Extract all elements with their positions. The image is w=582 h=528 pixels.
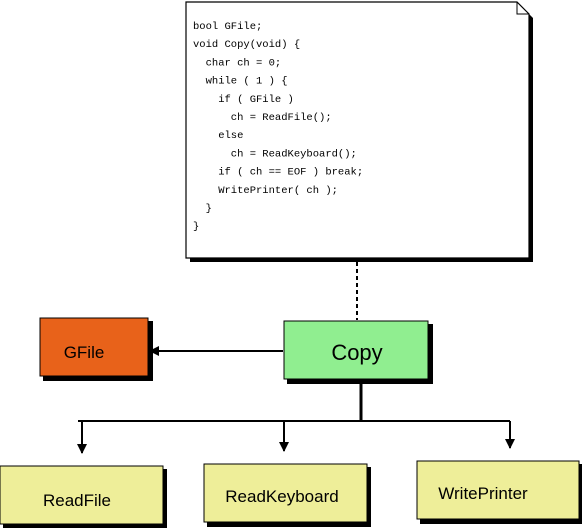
node-readkeyboard: ReadKeyboard — [203, 463, 371, 527]
node-readfile-label: ReadFile — [43, 491, 111, 510]
code-line: if ( ch == EOF ) break; — [193, 167, 363, 179]
node-readkeyboard-label: ReadKeyboard — [225, 487, 338, 506]
code-line: } — [193, 203, 212, 215]
code-line: } — [193, 221, 199, 233]
node-gfile-label: GFile — [64, 343, 105, 362]
code-line: ch = ReadKeyboard(); — [193, 148, 357, 160]
code-line: WritePrinter( ch ); — [193, 185, 338, 197]
code-line: if ( GFile ) — [193, 94, 294, 106]
code-lines: bool GFile; void Copy(void) { char ch = 0… — [193, 21, 363, 233]
code-line: while ( 1 ) { — [193, 76, 288, 88]
node-writeprinter: WritePrinter — [416, 460, 582, 524]
node-copy: Copy — [283, 320, 433, 384]
code-line: else — [193, 130, 243, 142]
code-note-fold — [516, 2, 529, 15]
code-line: char ch = 0; — [193, 57, 281, 69]
call-tree-connector — [77, 381, 515, 454]
code-line: bool GFile; — [193, 21, 262, 33]
code-line: void Copy(void) { — [193, 39, 300, 51]
node-copy-label: Copy — [331, 340, 382, 365]
node-readfile: ReadFile — [0, 465, 167, 528]
node-writeprinter-label: WritePrinter — [438, 484, 528, 503]
code-note: bool GFile; void Copy(void) { char ch = 0… — [185, 1, 533, 262]
code-line: ch = ReadFile(); — [193, 112, 332, 124]
node-gfile: GFile — [39, 317, 153, 381]
code-note-body — [185, 1, 530, 259]
